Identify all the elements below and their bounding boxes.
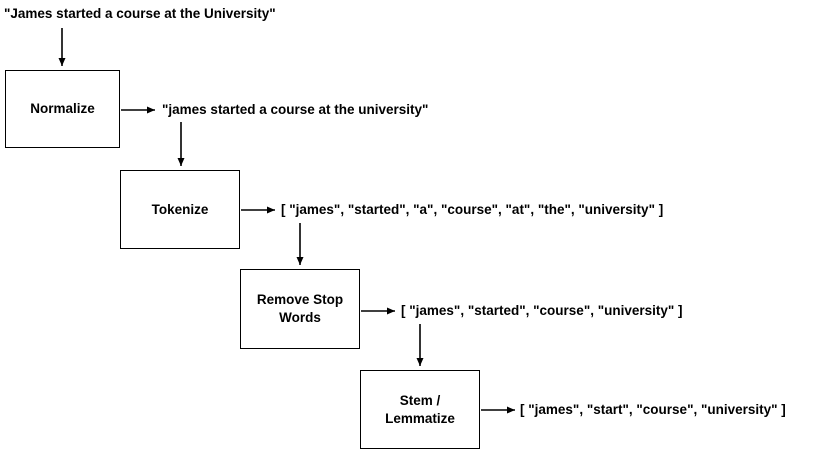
node-stem-lemmatize: Stem / Lemmatize xyxy=(360,370,480,449)
node-remove-stop-words-label: Remove Stop Words xyxy=(256,292,344,325)
output-remove-stop-words: [ "james", "started", "course", "univers… xyxy=(401,303,683,318)
node-remove-stop-words: Remove Stop Words xyxy=(240,269,360,349)
node-normalize: Normalize xyxy=(5,70,120,148)
output-tokenize: [ "james", "started", "a", "course", "at… xyxy=(281,202,664,217)
node-stem-lemmatize-label: Stem / Lemmatize xyxy=(385,392,455,426)
node-normalize-label: Normalize xyxy=(30,101,95,117)
input-text: "James started a course at the Universit… xyxy=(4,6,276,21)
node-tokenize-label: Tokenize xyxy=(151,201,209,217)
output-normalize: "james started a course at the universit… xyxy=(162,102,429,117)
node-tokenize: Tokenize xyxy=(120,170,240,249)
output-stem-lemmatize: [ "james", "start", "course", "universit… xyxy=(520,402,786,417)
